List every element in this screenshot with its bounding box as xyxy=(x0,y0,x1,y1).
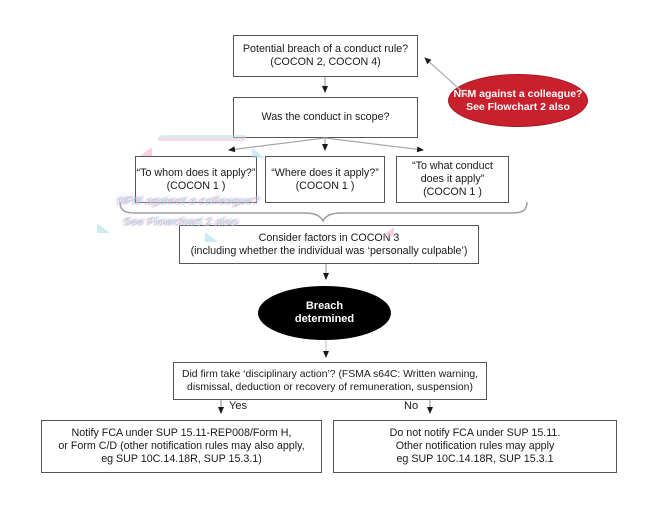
node-to-whom-line1: “To whom does it apply?” xyxy=(136,166,256,179)
node-notify-line3: eg SUP 10C.14.18R, SUP 15.3.1) xyxy=(101,453,262,465)
node-consider-factors: Consider factors in COCON 3 (including w… xyxy=(179,225,479,264)
node-disciplinary-line2: dismissal, deduction or recovery of remu… xyxy=(187,382,473,393)
label-yes: Yes xyxy=(229,400,247,412)
node-no-notify-line3: eg SUP 10C.14.18R, SUP 15.3.1 xyxy=(396,453,554,465)
node-scope: Was the conduct in scope? xyxy=(233,97,418,138)
arrow-nfm-to-potential-breach xyxy=(424,57,469,98)
node-where-apply: “Where does it apply?” (COCON 1 ) xyxy=(265,156,385,203)
node-disciplinary-action: Did firm take ‘disciplinary action’? (FS… xyxy=(173,362,487,400)
arrow-scope-to-whom xyxy=(228,137,326,153)
node-what-conduct-line2: does it apply” xyxy=(420,173,485,185)
node-potential-breach-line2: (COCON 2, COCON 4) xyxy=(270,56,381,68)
node-breach-line2: determined xyxy=(294,313,355,325)
node-what-conduct-line1: “To what conduct xyxy=(412,160,493,172)
node-breach-determined: Breach determined xyxy=(258,286,391,340)
arrow-scope-to-what xyxy=(324,137,424,153)
node-do-not-notify-fca: Do not notify FCA under SUP 15.11. Other… xyxy=(333,420,617,473)
node-potential-breach: Potential breach of a conduct rule? (COC… xyxy=(233,35,418,77)
node-consider-line2: (including whether the individual was ‘p… xyxy=(190,244,468,257)
node-notify-line1: Notify FCA under SUP 15.11-REP008/Form H… xyxy=(71,427,292,439)
node-notify-fca: Notify FCA under SUP 15.11-REP008/Form H… xyxy=(41,420,322,473)
node-notify-line2: or Form C/D (other notification rules ma… xyxy=(58,440,305,452)
node-nfm-colleague: NFM against a colleague? See Flowchart 2… xyxy=(448,74,588,127)
node-nfm-line2: See Flowchart 2 also xyxy=(466,100,570,113)
node-where-line1: “Where does it apply?” xyxy=(271,166,379,179)
node-to-whom: “To whom does it apply?” (COCON 1 ) xyxy=(135,156,257,203)
node-no-notify-line1: Do not notify FCA under SUP 15.11. xyxy=(389,427,561,439)
node-scope-line1: Was the conduct in scope? xyxy=(261,111,390,123)
node-no-notify-line2: Other notification rules may apply xyxy=(395,440,555,452)
node-consider-line1: Consider factors in COCON 3 xyxy=(258,231,400,244)
node-potential-breach-line1: Potential breach of a conduct rule? xyxy=(242,43,409,55)
node-disciplinary-line1: Did firm take ‘disciplinary action’? (FS… xyxy=(181,369,479,380)
label-no: No xyxy=(404,400,419,412)
node-breach-line1: Breach xyxy=(305,300,344,312)
node-what-conduct-line3: (COCON 1 ) xyxy=(423,186,482,198)
node-what-conduct: “To what conduct does it apply” (COCON 1… xyxy=(396,156,509,203)
brace-under-scope-boxes xyxy=(119,201,528,223)
node-nfm-line1: NFM against a colleague? xyxy=(453,87,583,100)
node-to-whom-line2: (COCON 1 ) xyxy=(166,179,226,192)
node-where-line2: (COCON 1 ) xyxy=(295,179,355,192)
